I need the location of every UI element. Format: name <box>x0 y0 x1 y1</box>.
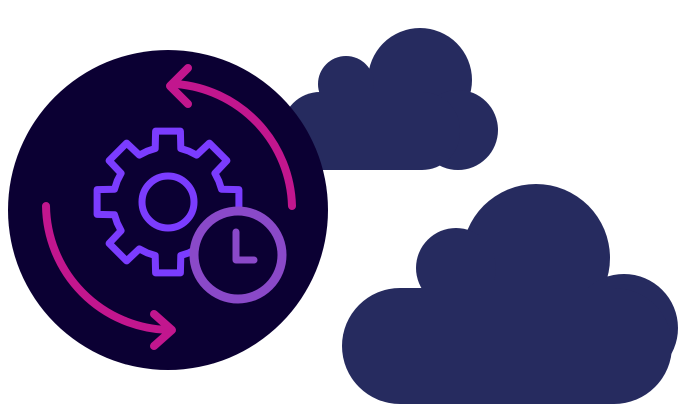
sync-arrows-icon <box>42 64 296 350</box>
cloud-icon-bottom <box>342 184 678 404</box>
gear-icon <box>93 127 243 277</box>
cloud-icon-top <box>282 28 498 170</box>
clock-icon <box>189 206 287 304</box>
